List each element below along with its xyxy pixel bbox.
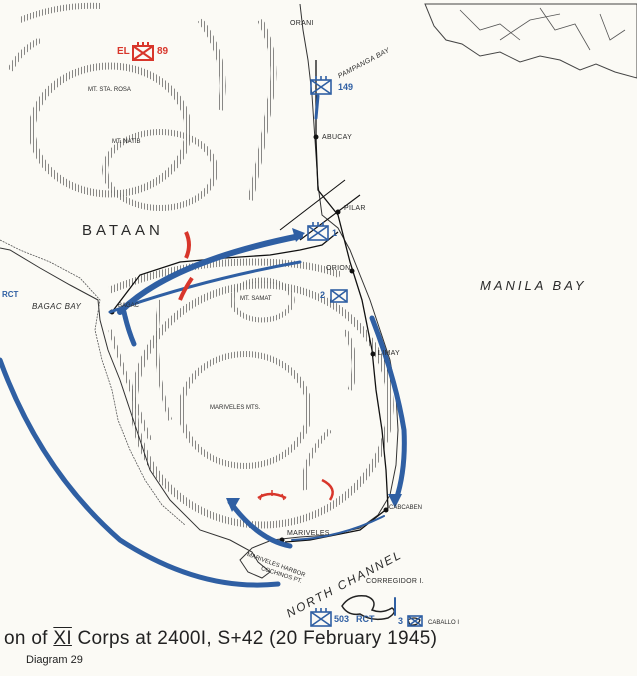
- label-abucay: ABUCAY: [322, 134, 353, 141]
- enemy-salient-2: [178, 276, 194, 301]
- label-cabcaben: CABCABEN: [389, 505, 423, 511]
- label-el89-prefix: EL: [117, 46, 130, 57]
- railroad: [279, 179, 361, 241]
- label-unit-1: 1: [332, 228, 338, 238]
- caption-corps-number: XI: [53, 628, 72, 649]
- unit-3-symbol: [407, 615, 423, 627]
- pilar-bagac-road: [111, 231, 339, 313]
- label-orion: ORION: [326, 265, 351, 272]
- label-corregidor: CORREGIDOR I.: [366, 578, 424, 585]
- west-hills: [108, 299, 172, 441]
- enemy-pocket-2: [321, 478, 334, 501]
- label-unit-503: 503: [334, 614, 350, 624]
- friendly-units: [307, 76, 423, 627]
- northern-ridge: [7, 2, 277, 201]
- cabcaben-to-mariveles: [291, 515, 385, 541]
- label-mt-samat: MT. SAMAT: [240, 296, 272, 302]
- label-bagac-bay: BAGAC BAY: [32, 302, 82, 311]
- bataan-coastline-west: [0, 239, 186, 526]
- label-manila-bay: MANILA BAY: [480, 278, 587, 293]
- mariveles-outer-ridge: [130, 281, 394, 529]
- label-pilar: PILAR: [344, 205, 366, 212]
- label-bagac: BAGAC: [118, 303, 140, 309]
- advance-bagac-ridge: [108, 260, 302, 314]
- caption-prefix: on of: [4, 628, 54, 649]
- diagram-number: Diagram 29: [26, 654, 83, 666]
- friendly-movements: [0, 94, 407, 616]
- advance-pilar-bagac: [117, 233, 303, 315]
- mt-sta-rosa-ridge: [28, 62, 192, 198]
- caption-rest: Corps at 2400I, S+42 (20 February 1945): [71, 628, 438, 649]
- enemy-salient-1: [184, 231, 191, 259]
- label-mt-sta-rosa: MT. STA. ROSA: [88, 87, 131, 93]
- label-mariveles: MARIVELES: [287, 530, 330, 537]
- mt-samat-ridge: [229, 277, 295, 323]
- advance-east-coast: [369, 315, 407, 503]
- label-bataan: BATAAN: [82, 222, 164, 239]
- label-limay: LIMAY: [378, 350, 400, 357]
- label-orani: ORANI: [290, 20, 314, 27]
- east-coast-road: [284, 60, 389, 543]
- label-mt-natib: MT. NATIB: [112, 139, 141, 145]
- mt-natib-ridge: [102, 129, 218, 211]
- corregidor-island: [341, 594, 395, 621]
- map-caption: on of XI Corps at 2400I, S+42 (20 Februa…: [4, 628, 437, 650]
- landing-mariveles: [227, 499, 293, 549]
- amphibious-west: [0, 357, 281, 588]
- mariveles-inner-ridge: [178, 351, 312, 469]
- east-ridges: [301, 328, 357, 491]
- label-rct-left: RCT: [2, 290, 19, 299]
- enemy-positions: [132, 42, 334, 501]
- mainland-coast: [424, 3, 637, 79]
- label-mariveles-mts: MARIVELES MTS.: [210, 405, 261, 411]
- pilar-bagac-ridge: [108, 258, 342, 294]
- label-unit-2: 2: [320, 290, 326, 300]
- label-el89-number: 89: [157, 46, 169, 57]
- mainland-rivers: [459, 7, 626, 51]
- unit-2-symbol: [330, 289, 348, 303]
- advance-abucay: [314, 94, 320, 120]
- label-unit-503-rct: RCT: [356, 614, 375, 624]
- advance-bagac-south: [121, 309, 137, 347]
- label-caballo: CABALLO I: [428, 620, 460, 626]
- label-unit-3: 3: [398, 616, 404, 626]
- label-unit-149: 149: [338, 82, 354, 92]
